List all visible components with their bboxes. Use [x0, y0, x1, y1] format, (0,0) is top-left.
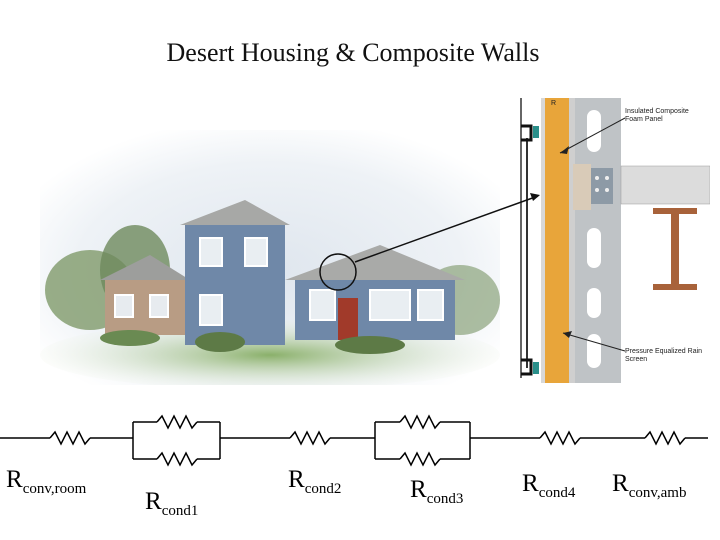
resistor-1 [49, 430, 91, 446]
wall-label-top: Insulated Composite Foam Panel [625, 108, 689, 123]
resistor-4a [399, 414, 441, 430]
label-r-conv-amb: Rconv,amb [612, 470, 687, 501]
label-r-cond4: Rcond4 [522, 470, 576, 501]
label-r-cond3: Rcond3 [410, 476, 464, 507]
wall-label-bottom: Pressure Equalized Rain Screen [625, 348, 703, 363]
page-title: Desert Housing & Composite Walls [166, 38, 540, 67]
corner-mark: R [551, 100, 557, 107]
resistor-6 [644, 430, 686, 446]
resistor-3 [289, 430, 331, 446]
resistor-4b [399, 451, 441, 467]
resistor-2a [156, 414, 198, 430]
wall-cross-section [505, 98, 710, 383]
resistor-2b [156, 451, 198, 467]
house-illustration [40, 130, 500, 385]
label-r-conv-room: Rconv,room [6, 466, 87, 497]
resistor-5 [539, 430, 581, 446]
thermal-circuit [0, 414, 708, 467]
label-r-cond2: Rcond2 [288, 466, 342, 497]
label-r-cond1: Rcond1 [145, 488, 199, 519]
